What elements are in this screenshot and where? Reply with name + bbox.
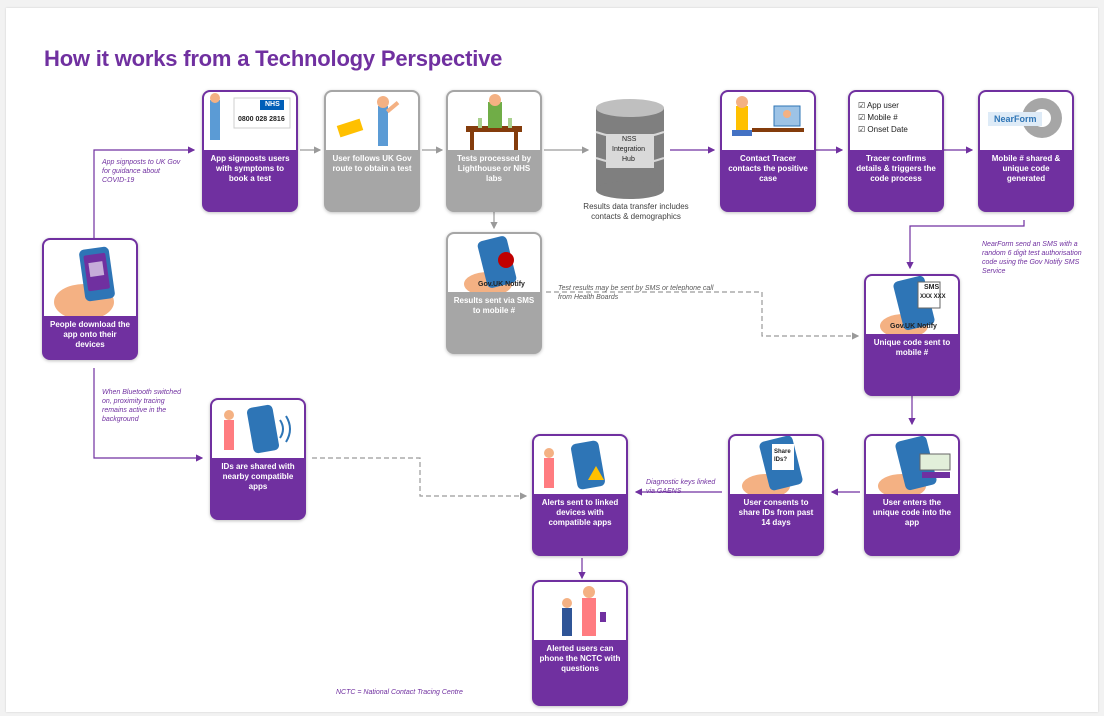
annotation-test-results-sms: Test results may be sent by SMS or telep… [558,285,714,301]
node-alerts-sent: Alerts sent to linked devices with compa… [532,434,628,556]
connector-ids-to-alerts [312,457,528,500]
node-user-follows: User follows UK Gov route to obtain a te… [324,90,420,212]
node-caption: Contact Tracer contacts the positive cas… [728,154,808,183]
checklist-image: ☑ App user ☑ Mobile # ☑ Onset Date [850,92,942,150]
annotation-app-signposts: App signposts to UK Gov for guidance abo… [102,159,181,184]
node-caption: People download the app onto their devic… [49,320,130,349]
test-kit-image [326,92,418,150]
nss-integration-hub-database: NSS Integration Hub [592,96,668,200]
node-caption: User enters the unique code into the app [872,498,952,527]
node-caption: Mobile # shared & unique code generated [991,154,1061,183]
lab-image [448,92,540,150]
code-label: XXX XXX [920,294,946,300]
node-caption: Alerts sent to linked devices with compa… [541,498,619,527]
share-ids-phone-image: Share IDs? [730,436,822,494]
node-caption: Alerted users can phone the NCTC with qu… [539,644,621,673]
phone-number-text: 0800 028 2816 [238,116,285,123]
node-people-download: People download the app onto their devic… [42,238,138,360]
nhs-phone-image: NHS 0800 028 2816 [204,92,296,150]
gov-notify-phone-image: Gov.UK Notify [448,234,540,292]
gov-notify-label: Gov.UK Notify [890,323,937,330]
sms-code-phone-image: SMS XXX XXX Gov.UK Notify [866,276,958,334]
node-app-signposts: NHS 0800 028 2816 App signposts users wi… [202,90,298,212]
annotation-diagnostic-keys: Diagnostic keys linked via GAENS [646,479,716,495]
node-caption: User consents to share IDs from past 14 … [738,498,814,527]
node-caption: Tracer confirms details & triggers the c… [856,154,936,183]
node-caption: App signposts users with symptoms to boo… [210,154,290,183]
connector-layer [93,146,1025,580]
phone-hand-image [44,240,136,316]
checklist-item-label: Mobile # [867,113,898,122]
checklist-item: ☑ Onset Date [858,125,908,134]
family-image [534,582,626,640]
checklist-item: ☑ Mobile # [858,113,898,122]
bluetooth-phone-image [212,400,304,458]
checklist-item-label: Onset Date [867,125,908,134]
connector-people-to-signposts [93,146,196,238]
nhs-logo-text: NHS [265,101,280,108]
node-user-consents: Share IDs? User consents to share IDs fr… [728,434,824,556]
enter-code-phone-image [866,436,958,494]
node-caption: IDs are shared with nearby compatible ap… [221,462,295,491]
node-tracer-confirms: ☑ App user ☑ Mobile # ☑ Onset Date Trace… [848,90,944,212]
annotation-bluetooth: When Bluetooth switched on, proximity tr… [102,389,181,423]
node-tests-processed: Tests processed by Lighthouse or NHS lab… [446,90,542,212]
db-label-line2: Integration [612,146,646,153]
annotation-nctc-footnote: NCTC = National Contact Tracing Centre [336,689,463,696]
connector-people-to-ids [93,368,204,462]
node-caption: User follows UK Gov route to obtain a te… [332,154,412,173]
connector-results-to-unique [546,291,860,340]
node-alerted-users: Alerted users can phone the NCTC with qu… [532,580,628,706]
node-contact-tracer: Contact Tracer contacts the positive cas… [720,90,816,212]
db-label-line3: Hub [622,156,635,163]
node-results-sms: Gov.UK Notify Results sent via SMS to mo… [446,232,542,354]
node-unique-code-sent: SMS XXX XXX Gov.UK Notify Unique code se… [864,274,960,396]
nearform-logo-text: NearForm [994,114,1037,124]
node-caption: Unique code sent to mobile # [873,338,951,357]
sms-label: SMS [924,284,940,291]
nearform-gear-image: NearForm [980,92,1072,150]
node-user-enters: User enters the unique code into the app [864,434,960,556]
connector-mobile-to-unique [906,220,1025,270]
node-caption: Tests processed by Lighthouse or NHS lab… [456,154,532,183]
checklist-item-label: App user [866,101,899,110]
annotation-nearform-send: NearForm send an SMS with a random 6 dig… [982,241,1082,275]
diagram-page: How it works from a Technology Perspecti… [6,8,1098,712]
page-title: How it works from a Technology Perspecti… [44,46,503,71]
node-ids-shared: IDs are shared with nearby compatible ap… [210,398,306,520]
node-caption: Results sent via SMS to mobile # [453,296,535,315]
checklist-item: ☑ App user [858,101,899,110]
node-mobile-shared: NearForm Mobile # shared & unique code g… [978,90,1074,212]
tracer-desk-image [722,92,814,150]
gov-notify-label: Gov.UK Notify [478,281,525,288]
db-label-line1: NSS [622,136,637,143]
alert-phone-image [534,436,626,494]
results-transfer-note: Results data transfer includes contacts … [583,202,689,221]
share-ids-label: Share IDs? [774,449,791,463]
